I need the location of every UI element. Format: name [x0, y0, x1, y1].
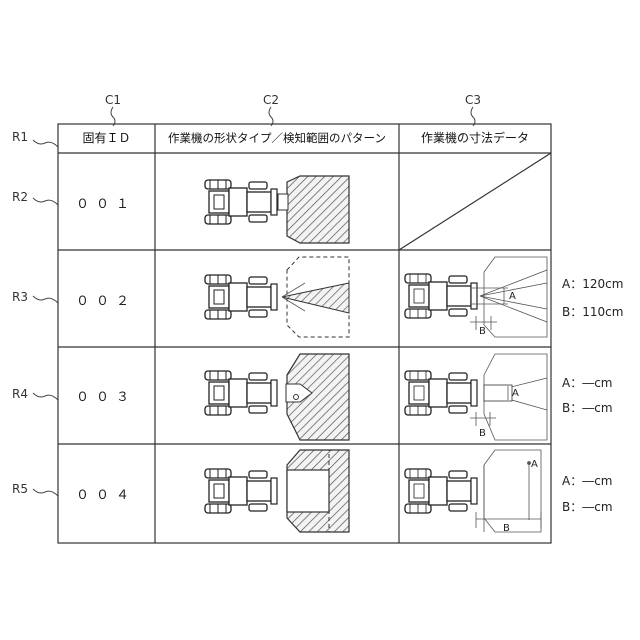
- r3-marker-a: A: [509, 290, 516, 304]
- r3-shape-drawing: [205, 257, 349, 337]
- header-unique-id: 固有ＩＤ: [58, 131, 155, 145]
- r4-dim-b: B：―cm: [562, 401, 613, 415]
- r5-dim-b: B：―cm: [562, 500, 613, 514]
- header-dimension-data: 作業機の寸法データ: [399, 131, 551, 145]
- r5-shape-drawing: [205, 450, 349, 532]
- id-cell-r4: ００３: [58, 386, 154, 405]
- r5-dimension-drawing: [405, 450, 541, 532]
- r2-shape-drawing: [205, 176, 349, 243]
- r4-shape-drawing: [205, 354, 349, 440]
- column-leaders: [111, 107, 475, 126]
- row-leaders: [33, 140, 58, 496]
- id-cell-r3: ００２: [58, 290, 154, 309]
- r5-marker-a: A: [531, 458, 538, 472]
- r3-marker-b: B: [479, 325, 486, 339]
- id-cell-r5: ００４: [58, 484, 154, 503]
- r4-marker-a: A: [512, 387, 519, 401]
- r4-marker-b: B: [479, 427, 486, 441]
- r3-dimension-drawing: [405, 257, 547, 337]
- r5-dim-a: A：―cm: [562, 474, 613, 488]
- r5-marker-b: B: [503, 522, 510, 536]
- id-cell-r2: ００１: [58, 193, 154, 212]
- r4-dimension-drawing: [405, 354, 547, 440]
- r3-dim-b: B：110cm: [562, 305, 623, 319]
- header-shape-pattern: 作業機の形状タイプ／検知範囲のパターン: [155, 131, 399, 145]
- r3-dim-a: A：120cm: [562, 277, 623, 291]
- r4-dim-a: A：―cm: [562, 376, 613, 390]
